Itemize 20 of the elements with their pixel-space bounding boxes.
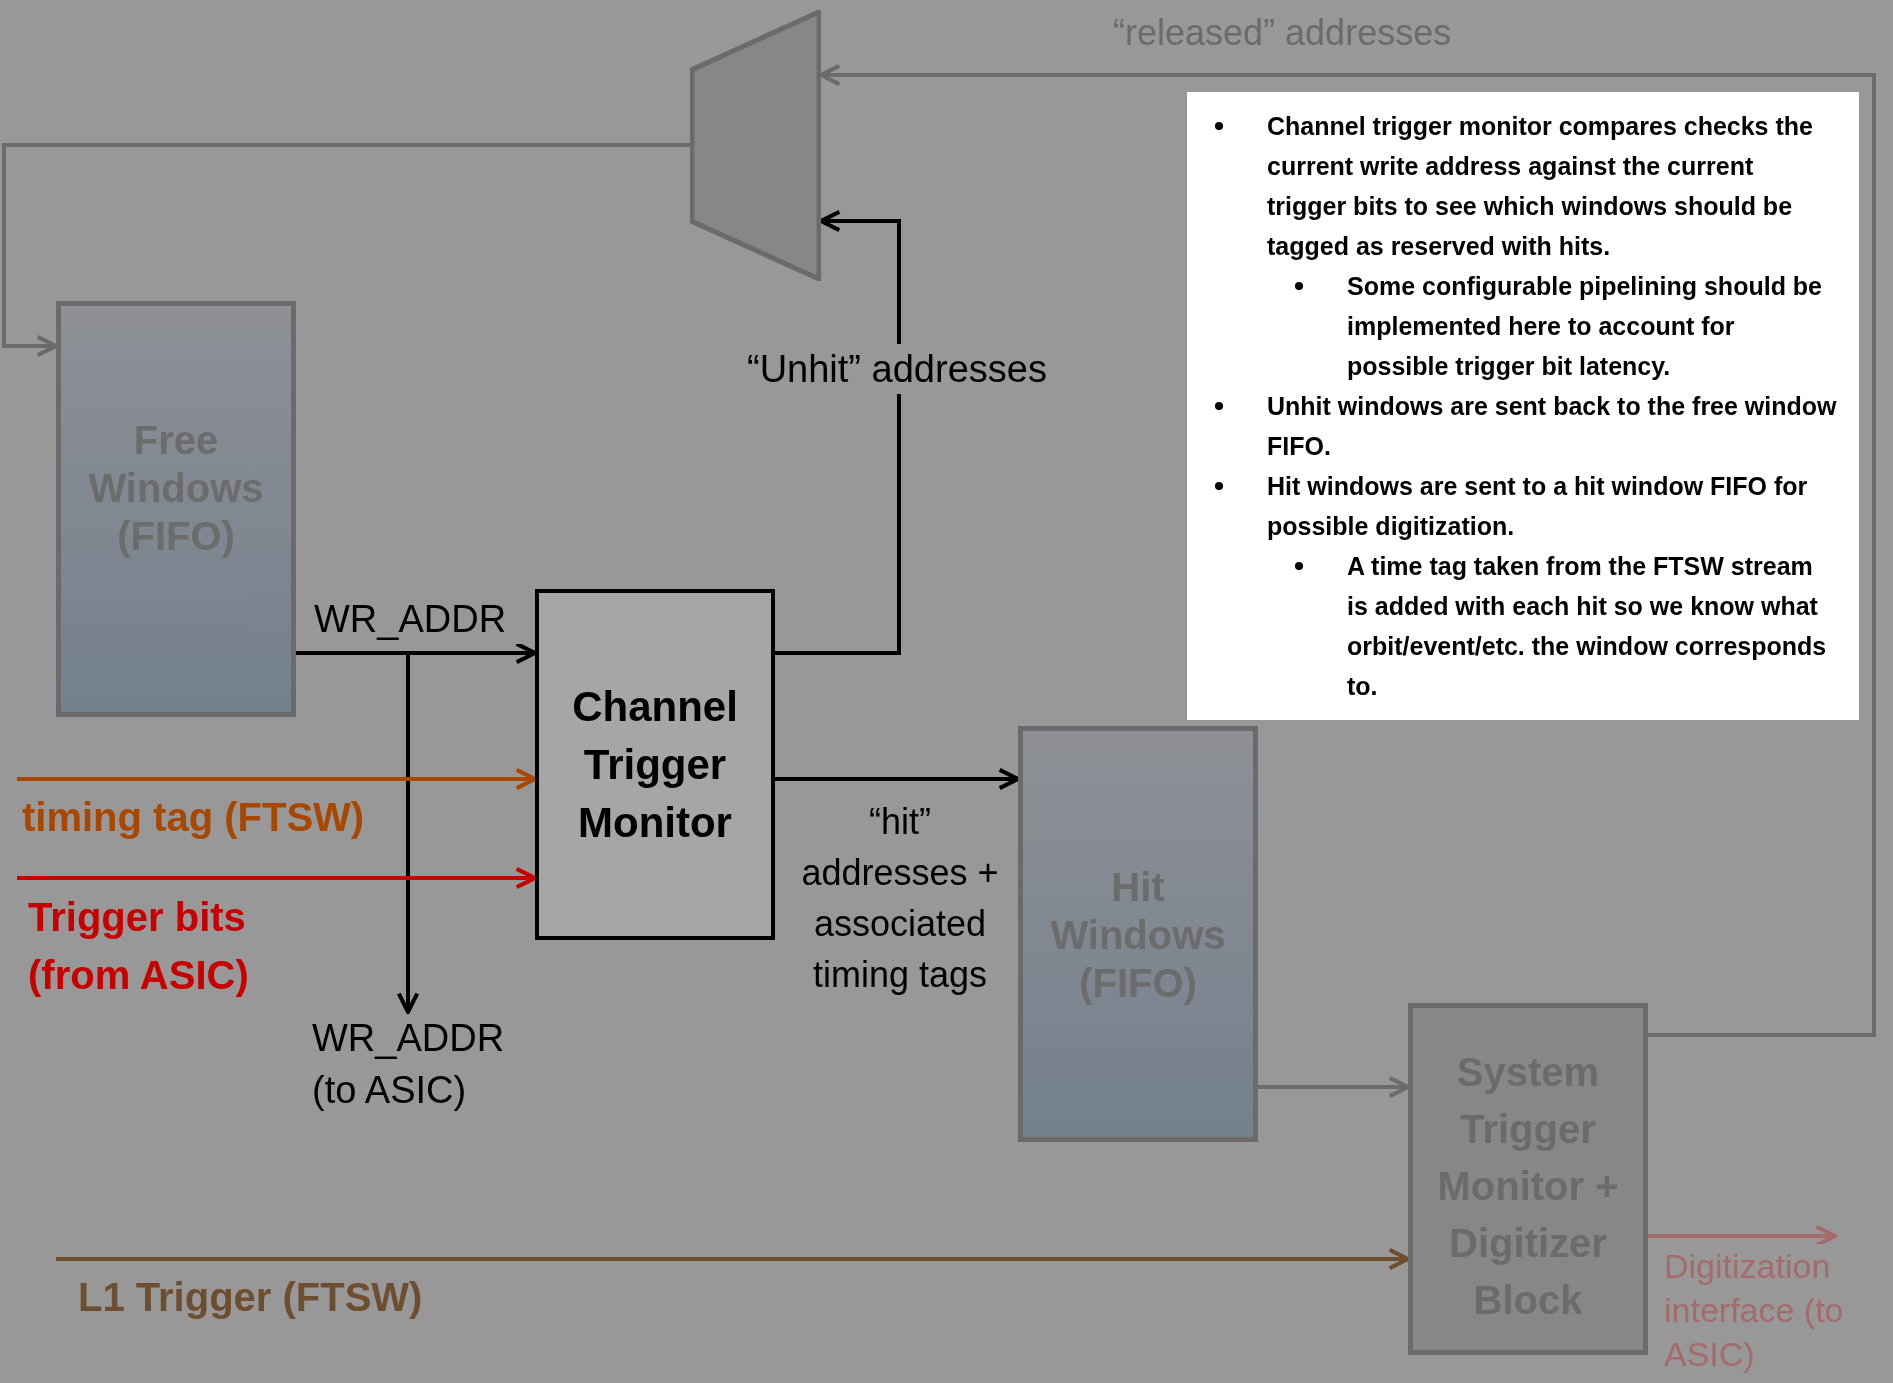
arrow [775, 209, 901, 655]
bullet-text: Some configurable pipelining should be implemented here to account for possible trigger bit latency. [1347, 272, 1823, 380]
arrow [17, 767, 537, 791]
arrow [1258, 1075, 1410, 1099]
bullet-text: Channel trigger monitor compares checks the current write address against the current trigger bits to see which windows should be tagged as reserved with hits. [1267, 112, 1813, 260]
bullet-text: Hit windows are sent to a hit window FIFO for possible digitization. [1267, 472, 1808, 540]
arrow [17, 866, 537, 890]
arrow [56, 1247, 1410, 1271]
process-box [535, 589, 775, 940]
arrow [296, 651, 420, 1014]
note-panel [1187, 92, 1859, 720]
fifo-box [56, 301, 296, 717]
signal-label: WR_ADDR (to ASIC) [312, 1016, 506, 1113]
process-box [1408, 1003, 1648, 1355]
bullet-text: Unhit windows are sent back to the free window FIFO. [1267, 392, 1837, 460]
box-label: Channel Trigger Monitor [571, 681, 739, 848]
bullet-text: A time tag taken from the FTSW stream is added with each hit so we know what orbit/event/etc. the window corresponds to. [1347, 552, 1827, 700]
arrow [775, 767, 1020, 791]
fifo-box [1018, 726, 1258, 1142]
arrow [2, 143, 690, 358]
